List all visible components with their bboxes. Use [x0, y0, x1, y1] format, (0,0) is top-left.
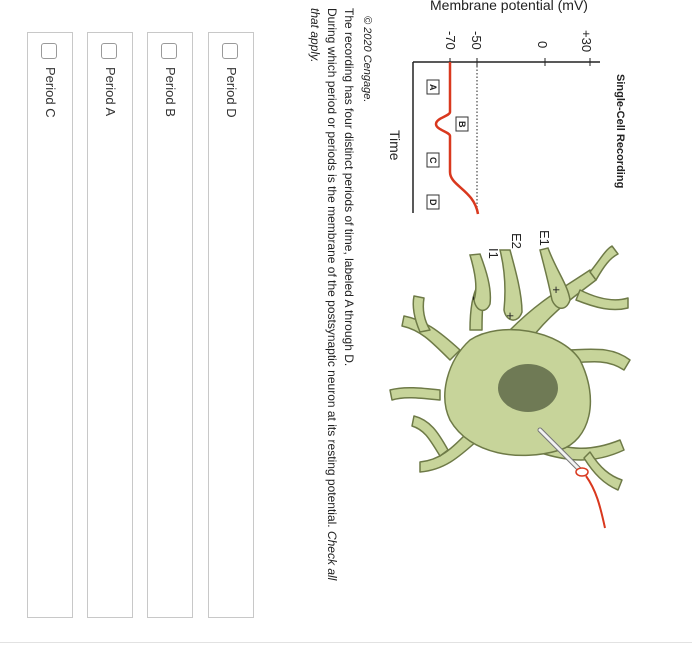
bottom-divider [0, 642, 692, 643]
option-period-b[interactable]: Period B [147, 32, 193, 618]
electrode-label-e1: E1 [537, 230, 552, 246]
y-tick-label: -70 [443, 31, 458, 50]
option-label: Period D [224, 67, 239, 118]
question-instruction-1: Check all [325, 530, 339, 581]
option-period-a[interactable]: Period A [87, 32, 133, 618]
x-axis-title: Time [387, 130, 403, 161]
electrode-sign: + [549, 286, 564, 294]
neuron-illustration [389, 245, 631, 529]
period-label-d: D [428, 199, 438, 206]
option-label: Period C [43, 67, 58, 118]
period-label-c: C [428, 157, 438, 164]
electrode-sign: - [467, 296, 482, 300]
period-label-b: B [457, 121, 467, 128]
period-marker-b [455, 116, 469, 132]
period-marker-a [426, 79, 440, 95]
question-prompt-text: During which period or periods is the me… [325, 8, 339, 528]
electrode-label-i1: I1 [486, 248, 501, 259]
question-instruction-2: that apply. [308, 8, 322, 63]
period-marker-c [426, 152, 440, 168]
copyright-text: © 2020 Cengage. [361, 16, 373, 102]
y-axis-title: Membrane potential (mV) [430, 0, 588, 13]
option-label: Period A [103, 67, 118, 117]
y-tick-label: 0 [535, 41, 550, 48]
option-period-c[interactable]: Period C [27, 32, 73, 618]
checkbox[interactable] [222, 43, 238, 59]
electrode-label-e2: E2 [509, 233, 524, 249]
y-tick-label: +30 [579, 30, 594, 52]
chart-title: Single-Cell Recording [614, 74, 626, 188]
electrode-sign: + [503, 312, 518, 320]
nucleus [498, 364, 558, 412]
checkbox[interactable] [101, 43, 117, 59]
question-intro: The recording has four distinct periods … [342, 8, 356, 367]
checkbox[interactable] [161, 43, 177, 59]
period-label-a: A [428, 84, 438, 91]
membrane-trace [434, 62, 480, 215]
option-period-d[interactable]: Period D [208, 32, 254, 618]
option-label: Period B [163, 67, 178, 117]
period-marker-d [426, 194, 440, 210]
y-tick-label: -50 [469, 31, 484, 50]
question-prompt: During which period or periods is the me… [325, 8, 339, 580]
checkbox[interactable] [41, 43, 57, 59]
